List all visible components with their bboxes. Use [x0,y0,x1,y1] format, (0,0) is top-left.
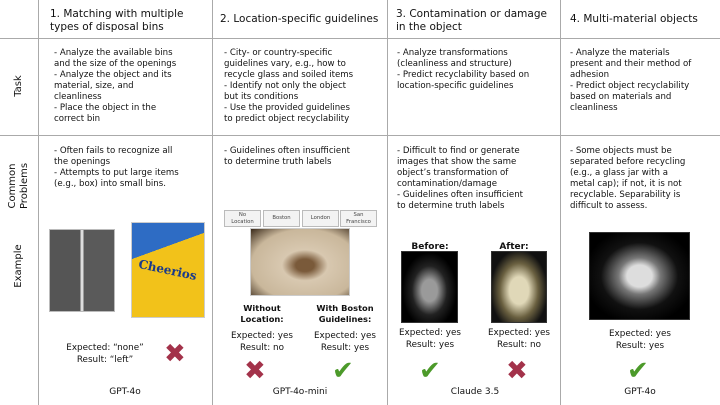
check-icon: ✔ [332,356,354,386]
pizza-box-image [250,228,350,296]
grid-line [0,135,720,136]
column-header-2: 2. Location-specific guidelines [220,13,379,25]
row-label-example: Example [13,244,24,288]
problems-text-2: - Guidelines often insufficient to deter… [224,146,351,167]
result-text-2b: Expected: yes Result: yes [313,331,376,353]
task-text-4: - Analyze the materials present and thei… [570,48,692,113]
foil-tray-image [589,232,690,320]
check-icon: ✔ [419,356,441,386]
before-label: Before: [411,242,449,252]
grid-line [560,0,561,405]
dirty-jar-image [491,251,547,323]
cross-icon: ✖ [244,356,266,386]
result-text-2a: Expected: yes Result: no [230,331,293,353]
task-text-3: - Analyze transformations (cleanliness a… [397,48,530,91]
location-tab-boston: Boston [263,210,300,227]
bins-image [49,229,115,312]
case-label-with-boston: With Boston Guidelines: [316,303,374,324]
model-label-4: GPT-4o [624,387,656,397]
grid-line [387,0,388,405]
cereal-box-image: Cheerios [131,222,205,318]
task-text-1: - Analyze the available bins and the siz… [54,48,177,124]
case-label-without-location: Without Location: [240,303,284,324]
cross-icon: ✖ [164,339,186,369]
grid-line [212,0,213,405]
model-label-1: GPT-4o [109,387,141,397]
task-text-2: - City- or country-specific guidelines v… [224,48,354,124]
after-label: After: [499,242,529,252]
column-header-3: 3. Contamination or damage in the object [396,8,547,33]
model-label-2: GPT-4o-mini [272,387,328,397]
location-tab-no-location: No Location [224,210,261,227]
problems-text-3: - Difficult to find or generate images t… [397,146,524,211]
result-text-1: Expected: “none” Result: “left” [66,343,144,365]
location-tab-london: London [302,210,339,227]
result-text-3a: Expected: yes Result: yes [398,328,461,350]
row-label-problems: Common Problems [7,162,30,210]
cereal-box-text: Cheerios [137,257,198,283]
result-text-3b: Expected: yes Result: no [487,328,550,350]
column-header-4: 4. Multi-material objects [570,13,698,25]
cross-icon: ✖ [506,356,528,386]
check-icon: ✔ [627,356,649,386]
result-text-4: Expected: yes Result: yes [608,329,671,351]
clean-jar-image [401,251,458,323]
column-header-1: 1. Matching with multiple types of dispo… [50,8,184,33]
problems-text-1: - Often fails to recognize all the openi… [54,146,179,189]
grid-line [0,38,720,39]
location-tab-san-francisco: San Francisco [340,210,377,227]
grid-line [38,0,39,405]
model-label-3: Claude 3.5 [450,387,500,397]
row-label-task: Task [13,75,24,97]
problems-text-4: - Some objects must be separated before … [570,146,686,211]
